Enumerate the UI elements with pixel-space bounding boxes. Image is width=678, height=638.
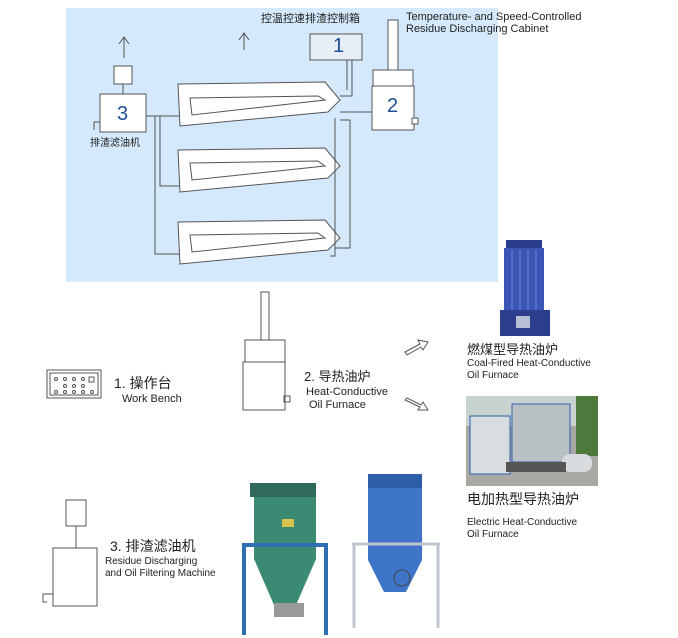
coal-furnace-cn: 燃煤型导热油炉 (467, 342, 559, 357)
electric-furnace-en-1: Electric Heat-Conductive (467, 517, 578, 528)
machine-3-label: 排渣滤油机 (90, 138, 140, 149)
dryer-drum (177, 219, 341, 265)
blue-filter-machine-photo (352, 474, 440, 628)
arrow-to-electric-icon (404, 397, 429, 411)
filter-label-en-1: Residue Discharging (105, 556, 198, 567)
number-2: 2 (387, 95, 399, 117)
coal-furnace-en-2: Oil Furnace (467, 370, 519, 381)
cabinet-label-en-1: Temperature- and Speed-Controlled (406, 11, 582, 23)
control-cabinet-1 (309, 33, 363, 61)
green-filter-machine-photo (242, 483, 328, 635)
dryer-drum (177, 81, 341, 127)
cabinet-label-cn: 控温控速排渣控制箱 (261, 13, 360, 25)
filter-machine-3 (99, 93, 147, 133)
number-3: 3 (117, 103, 129, 125)
electric-furnace-en-2: Oil Furnace (467, 529, 519, 540)
electric-furnace-photo (466, 396, 598, 486)
electric-furnace-cn: 电加热型导热油炉 (467, 491, 579, 507)
furnace-label-en-1: Heat-Conductive (306, 386, 388, 398)
filter-label-cn: 3. 排渣滤油机 (110, 538, 196, 554)
furnace-label-cn: 2. 导热油炉 (304, 369, 371, 384)
cabinet-label-en-2: Residue Discharging Cabinet (406, 23, 549, 35)
number-1: 1 (333, 35, 345, 57)
coal-furnace-en-1: Coal-Fired Heat-Conductive (467, 358, 591, 369)
arrow-to-coal-icon (404, 339, 429, 356)
exhaust-arrow-icon (238, 32, 250, 50)
furnace-icon (242, 291, 291, 411)
dryer-drum (177, 147, 341, 193)
filter-machine-icon (42, 499, 98, 607)
workbench-label-en: Work Bench (122, 393, 182, 405)
coal-fired-furnace-photo (500, 240, 550, 336)
furnace-label-en-2: Oil Furnace (309, 399, 366, 411)
work-bench-icon (46, 369, 102, 399)
filter-label-en-2: and Oil Filtering Machine (105, 568, 216, 579)
furnace-2 (371, 85, 415, 131)
motor-box (113, 65, 133, 85)
exhaust-arrow-icon (118, 36, 130, 58)
workbench-label-cn: 1. 操作台 (114, 375, 172, 391)
